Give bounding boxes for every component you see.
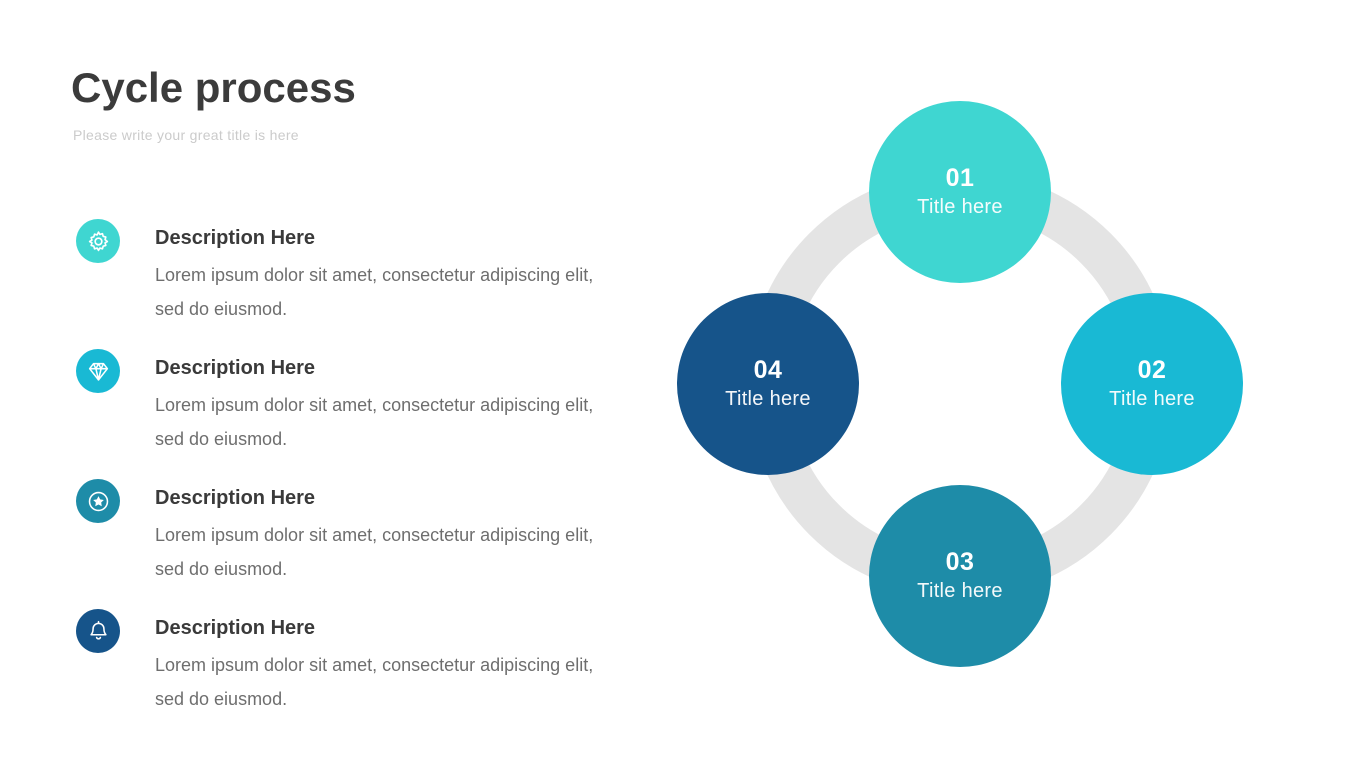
cycle-node-01: 01 Title here: [869, 101, 1051, 283]
gear-icon: [76, 219, 120, 263]
item-text: Description Here Lorem ipsum dolor sit a…: [155, 349, 616, 456]
node-number: 03: [945, 548, 975, 576]
page-title: Cycle process: [71, 64, 356, 111]
node-label: Title here: [1109, 388, 1195, 410]
item-text: Description Here Lorem ipsum dolor sit a…: [155, 219, 616, 326]
cycle-node-04: 04 Title here: [677, 293, 859, 475]
item-heading: Description Here: [155, 487, 316, 509]
list-item: Description Here Lorem ipsum dolor sit a…: [76, 479, 616, 586]
item-body: Lorem ipsum dolor sit amet, consectetur …: [155, 265, 594, 319]
list-item: Description Here Lorem ipsum dolor sit a…: [76, 609, 616, 716]
description-list: Description Here Lorem ipsum dolor sit a…: [76, 219, 616, 739]
bell-icon: [76, 609, 120, 653]
node-number: 01: [945, 164, 975, 192]
item-heading: Description Here: [155, 617, 316, 639]
item-text: Description Here Lorem ipsum dolor sit a…: [155, 609, 616, 716]
page-subtitle: Please write your great title is here: [73, 127, 299, 143]
cycle-node-03: 03 Title here: [869, 485, 1051, 667]
item-heading: Description Here: [155, 357, 316, 379]
diamond-icon: [76, 349, 120, 393]
node-label: Title here: [917, 196, 1003, 218]
item-body: Lorem ipsum dolor sit amet, consectetur …: [155, 525, 594, 579]
item-text: Description Here Lorem ipsum dolor sit a…: [155, 479, 616, 586]
list-item: Description Here Lorem ipsum dolor sit a…: [76, 349, 616, 456]
cycle-ring: [747, 171, 1173, 597]
node-label: Title here: [917, 580, 1003, 602]
list-item: Description Here Lorem ipsum dolor sit a…: [76, 219, 616, 326]
node-number: 02: [1137, 356, 1167, 384]
star-circle-icon: [76, 479, 120, 523]
node-number: 04: [753, 356, 783, 384]
item-heading: Description Here: [155, 227, 316, 249]
item-body: Lorem ipsum dolor sit amet, consectetur …: [155, 655, 594, 709]
cycle-node-02: 02 Title here: [1061, 293, 1243, 475]
item-body: Lorem ipsum dolor sit amet, consectetur …: [155, 395, 594, 449]
node-label: Title here: [725, 388, 811, 410]
